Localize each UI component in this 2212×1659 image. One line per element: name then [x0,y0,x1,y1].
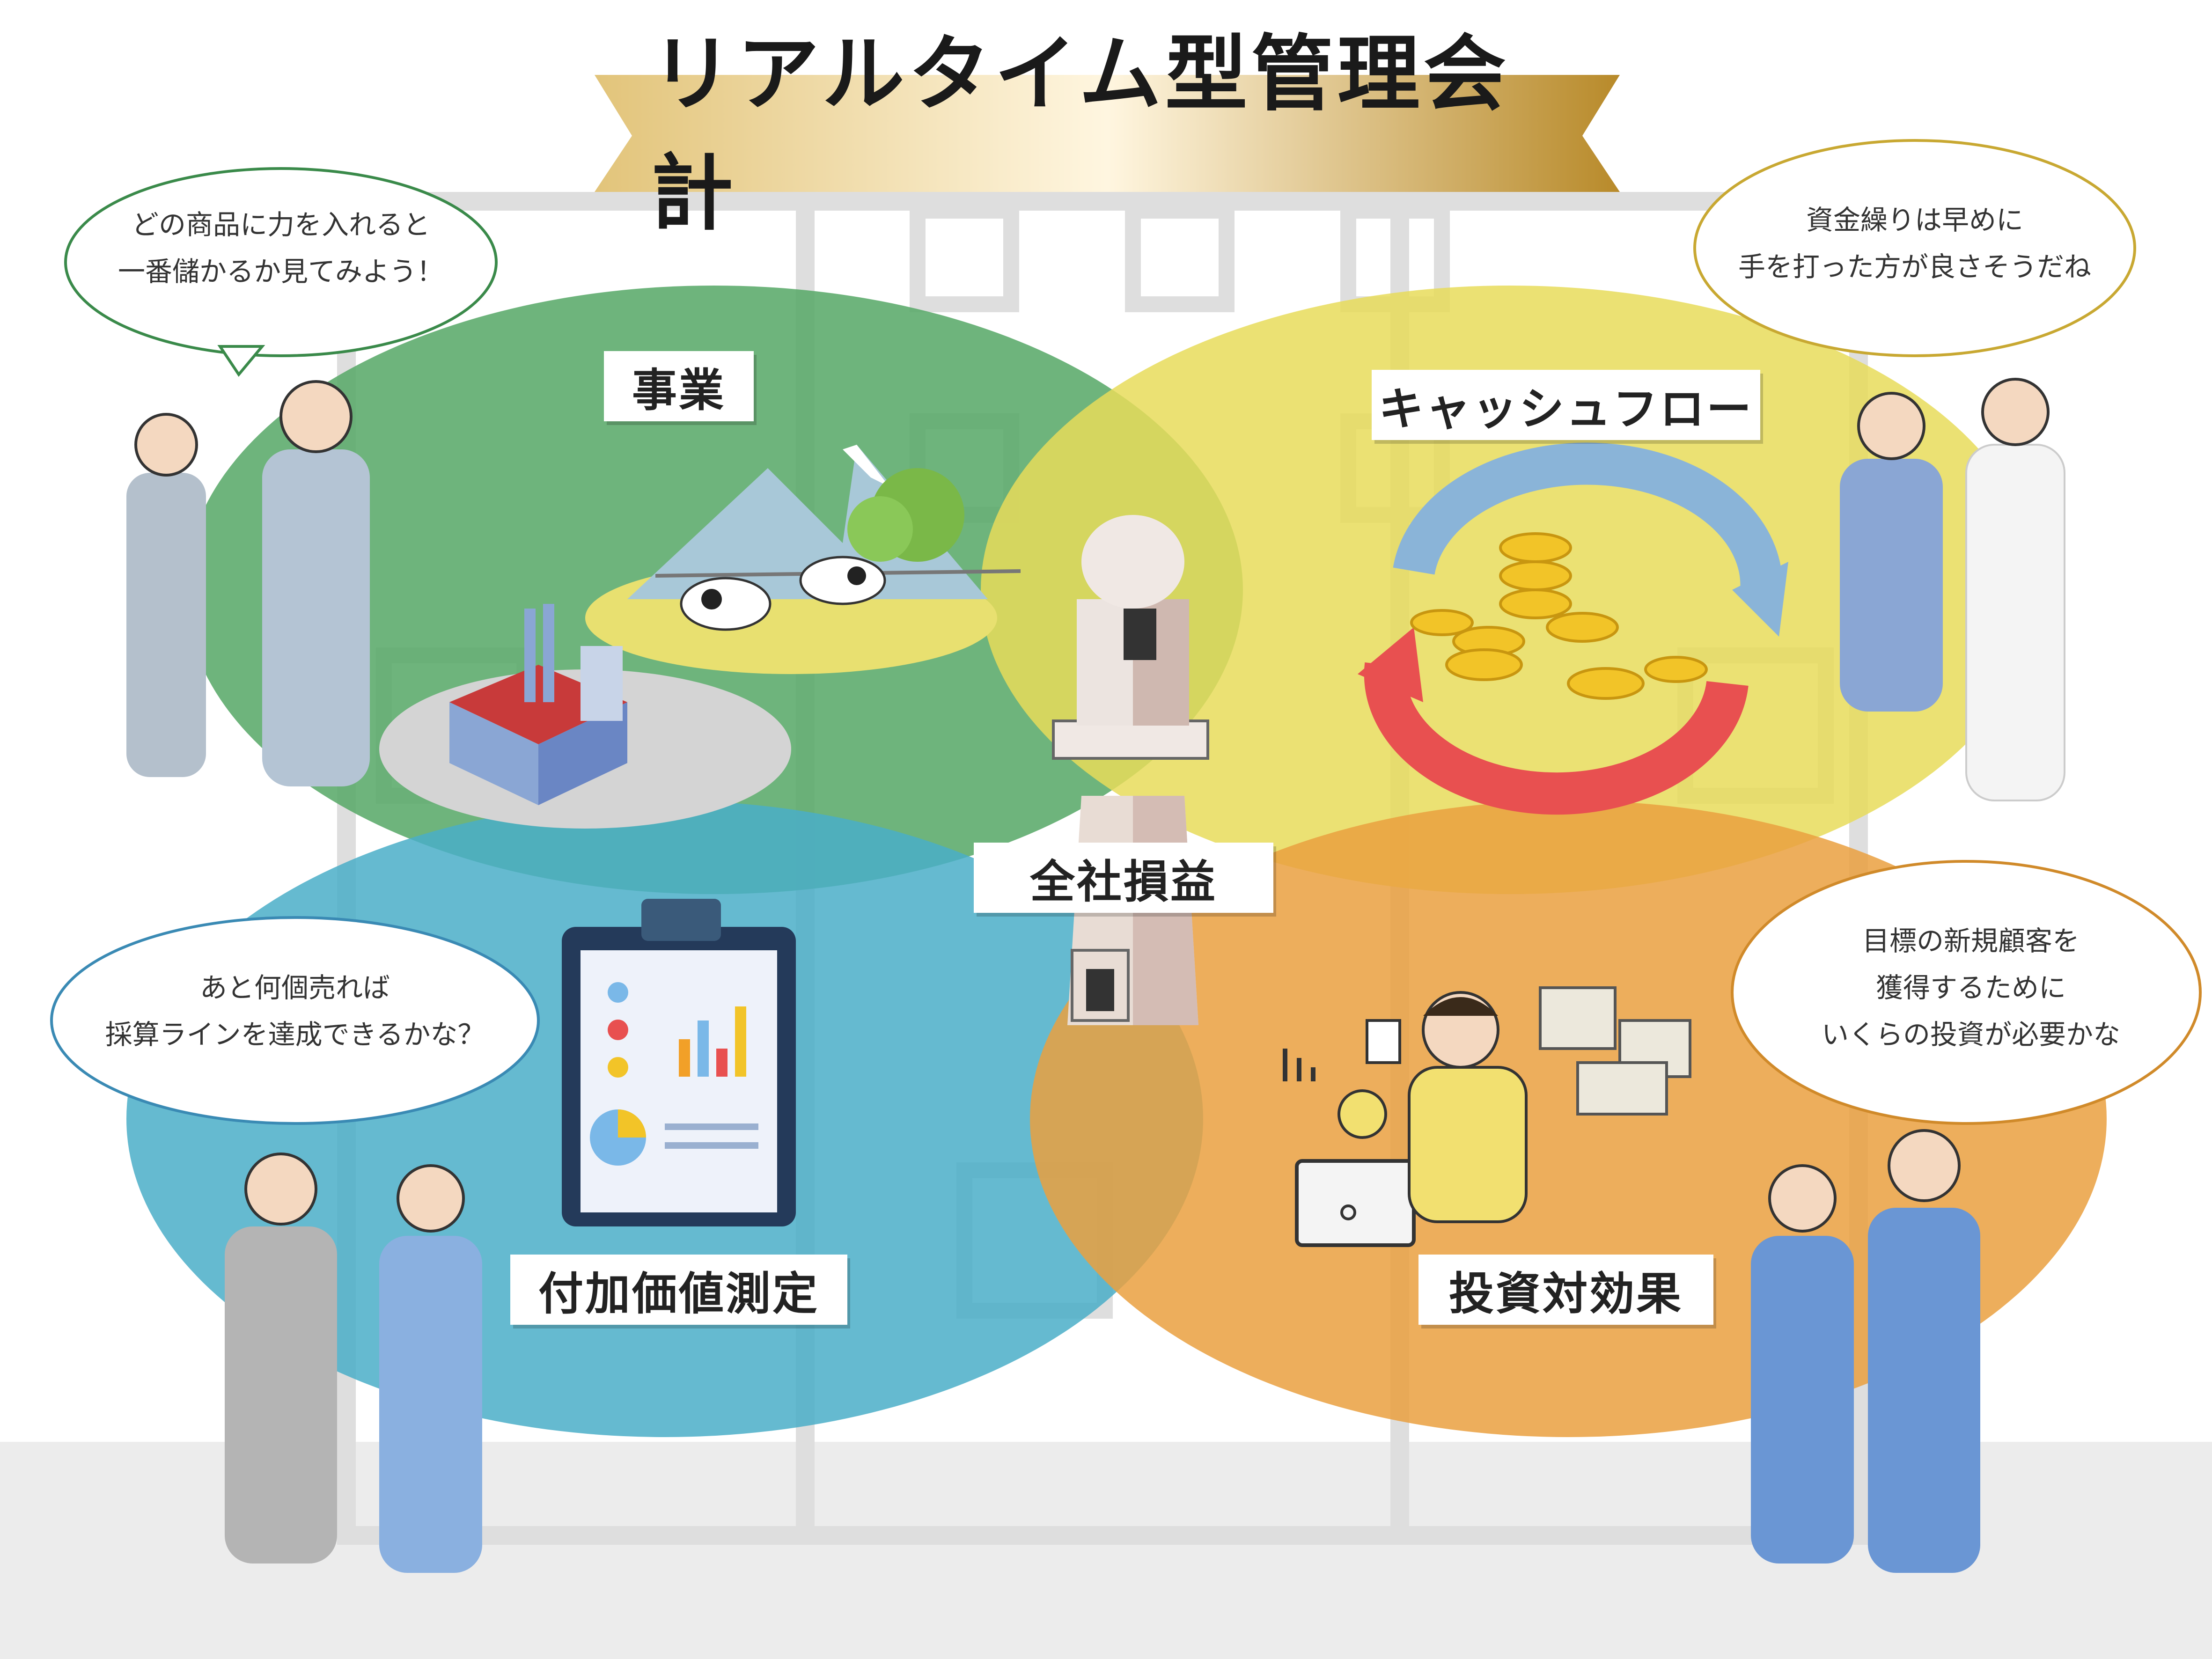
coin-stack-icon [1410,532,1708,700]
factory-icon [379,604,791,829]
clipboard-chart-icon [562,899,796,1226]
label-total-profit-loss: 全社損益 [974,843,1273,913]
bubble-line: 獲得するために [1875,972,2066,1004]
laptop-icon [1295,991,1528,1247]
page-title: リアルタイム型管理会計 [651,26,1510,242]
bubble-line: 採算ラインを達成できるかな？ [105,1019,485,1050]
bubble-text-bottom-left: あと何個売れば 採算ラインを達成できるかな？ [66,964,524,1058]
cycle-arrows-icon [1358,442,1788,815]
people-bottom-left [225,1152,482,1573]
bubble-bottom-right [1731,860,2202,1125]
label-cashflow: キャッシュフロー [1372,370,1760,440]
bubble-top-right [1693,139,2136,357]
people-bottom-right [1751,1129,1980,1573]
cash-bundles-icon [1539,986,1691,1116]
bubble-line: 手を打った方が良さそうだね [1738,251,2091,283]
cashflow-ellipse [981,286,2039,894]
title-ribbon [595,75,1620,192]
bubble-line: 資金繰りは早めに [1806,204,2023,236]
bubble-line: 一番儲かるか見てみよう！ [118,256,444,287]
label-value-added: 付加価値測定 [510,1255,847,1325]
bubble-text-top-left: どの商品に力を入れると 一番儲かるか見てみよう！ [80,201,482,295]
document-icon [1366,1019,1401,1064]
bubble-text-bottom-right: 目標の新規顧客を 獲得するために いくらの投資が必要かな [1751,918,2191,1058]
bubble-text-top-right: 資金繰りは早めに 手を打った方が良さそうだね [1704,197,2125,290]
bubble-line: どの商品に力を入れると [131,209,430,241]
label-business: 事業 [604,351,754,421]
people-top-left [126,380,370,786]
cow-icon [680,556,886,631]
bubble-bottom-left [50,916,540,1125]
pie-chart-icon [1337,1089,1387,1139]
bubble-top-left [64,167,498,377]
background-building-lower [337,1442,1868,1545]
bubble-line: あと何個売れば [199,972,390,1004]
label-investment: 投資対効果 [1418,1255,1713,1325]
bar-chart-icon [1283,1049,1315,1081]
bubble-line: 目標の新規顧客を [1862,925,2080,957]
people-top-right [1840,378,2065,801]
bubble-line: いくらの投資が必要かな [1821,1019,2120,1050]
